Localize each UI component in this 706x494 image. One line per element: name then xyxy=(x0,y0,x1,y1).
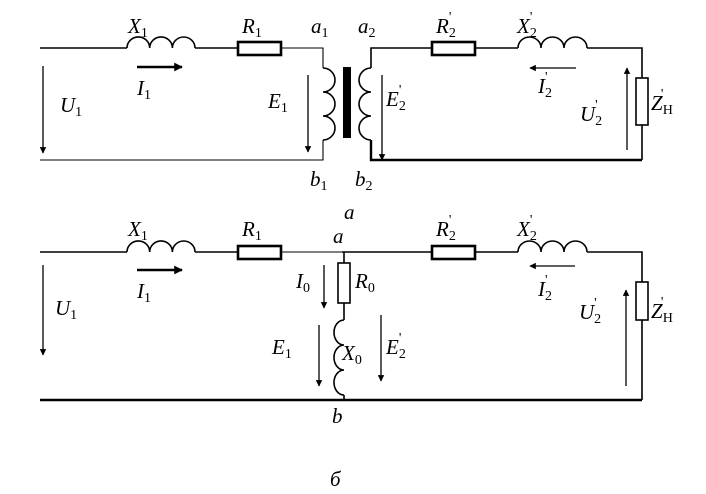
label-e1: E1 xyxy=(267,89,288,116)
resistor-r2 xyxy=(430,40,477,57)
label-e2: E2' xyxy=(385,83,406,114)
label-e1: E1 xyxy=(271,335,292,362)
label-u2: U2' xyxy=(580,98,602,129)
label-zh: ZН' xyxy=(651,87,673,118)
inductor-x2 xyxy=(517,240,588,253)
wire-secondary-bottom xyxy=(369,140,642,162)
load-impedance-zh xyxy=(635,77,649,126)
wire-secondary xyxy=(370,47,643,160)
caption-b: б xyxy=(330,467,342,491)
label-e2: E2' xyxy=(385,331,406,362)
label-i1: I1 xyxy=(136,76,151,103)
label-i2: I2' xyxy=(537,273,552,304)
resistor-r1 xyxy=(236,40,283,57)
label-x2: X2' xyxy=(516,10,537,41)
label-i2: I2' xyxy=(537,70,552,101)
wire-top-right xyxy=(342,251,643,400)
label-x2: X2' xyxy=(516,213,537,244)
circuit-a: X1 R1 a1 a2 R2' X2' I1 U1 E1 E2' I2' U2'… xyxy=(39,10,673,224)
label-b1: b1 xyxy=(310,167,328,194)
inductor-x0 xyxy=(333,319,345,396)
label-r1: R1 xyxy=(241,217,262,244)
label-node-b: b xyxy=(332,404,343,428)
transformer-core xyxy=(343,67,351,138)
inductor-x1 xyxy=(126,240,196,253)
resistor-r0 xyxy=(337,262,351,304)
label-x0: X0 xyxy=(341,341,362,368)
resistor-r2 xyxy=(430,244,477,261)
label-r1: R1 xyxy=(241,14,262,41)
label-u2: U2' xyxy=(579,296,601,327)
label-x1: X1 xyxy=(127,217,148,244)
caption-a: а xyxy=(344,200,355,224)
label-a2: a2 xyxy=(358,14,376,41)
resistor-r1 xyxy=(236,244,283,261)
label-u1: U1 xyxy=(60,93,82,120)
label-x1: X1 xyxy=(127,14,148,41)
secondary-winding xyxy=(358,67,372,141)
circuit-b: X1 R1 a R2' X2' I1 U1 I0 R0 E1 X0 E2' I2… xyxy=(39,213,673,491)
label-i1: I1 xyxy=(136,279,151,306)
label-r2: R2' xyxy=(435,213,456,244)
label-b2: b2 xyxy=(355,167,373,194)
wire-primary-a1 xyxy=(40,47,324,161)
label-u1: U1 xyxy=(55,296,77,323)
label-a1: a1 xyxy=(311,14,329,41)
label-node-a: a xyxy=(333,224,344,248)
primary-winding xyxy=(322,67,336,141)
load-impedance-zh xyxy=(635,281,649,321)
label-r2: R2' xyxy=(435,10,456,41)
inductor-x2 xyxy=(517,36,588,49)
label-r0: R0 xyxy=(354,269,375,296)
label-zh: ZН' xyxy=(651,295,673,326)
label-i0: I0 xyxy=(295,269,310,296)
inductor-x1 xyxy=(126,36,196,49)
